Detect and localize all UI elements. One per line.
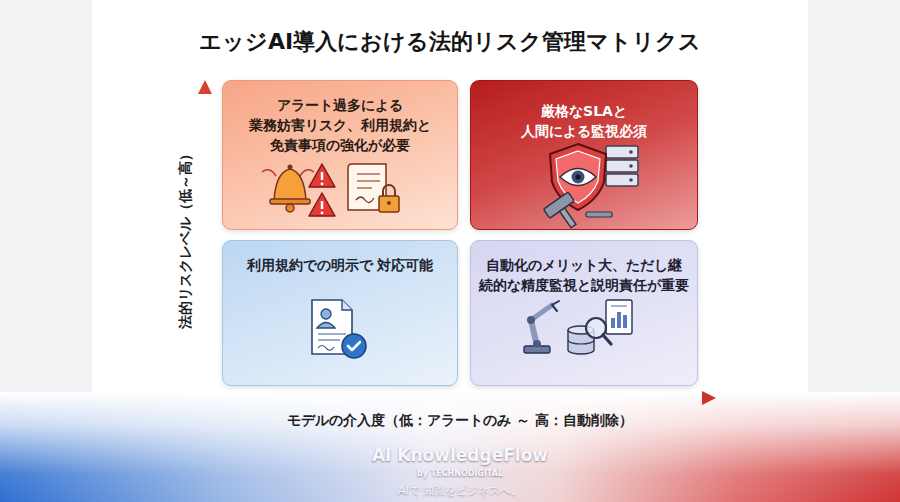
y-arrowhead [198,80,212,94]
brand-byline: by TECHNODIGITAL [417,469,503,478]
diagram-title: エッジAI導入における法的リスク管理マトリクス [199,27,701,57]
y-axis [204,92,207,399]
quadrant-text: 厳格なSLAと 人間による監視必須 [477,101,691,141]
axis-label: 法的リスクレベル（低～高） [177,147,195,329]
alert-icon [262,164,399,216]
brand-tagline: AIで 知識をビジネスへ。 [398,483,522,498]
axis-label: モデルの介入度（低：アラートのみ ～ 高：自動削除） [287,412,633,430]
quadrant-text: 自動化のメリット大、ただし継 続的な精度監視と説明責任が重要 [477,255,691,295]
risk-quadrant: 利用規約での明示で 対応可能 [222,240,458,386]
x-arrowhead [702,391,716,405]
x-axis [204,397,704,400]
risk-quadrant: 自動化のメリット大、ただし継 続的な精度監視と説明責任が重要 [470,240,698,386]
risk-quadrant: 厳格なSLAと 人間による監視必須 [470,80,698,230]
quadrant-text: アラート過多による 業務妨害リスク、利用規約と 免責事項の強化が必要 [229,95,451,155]
risk-quadrant: アラート過多による 業務妨害リスク、利用規約と 免責事項の強化が必要 [222,80,458,230]
monitor-icon [543,144,638,235]
quadrant-text: 利用規約での明示で 対応可能 [229,255,451,275]
automation-icon [524,300,632,354]
document-icon [312,300,366,358]
brand-name: AI KnowledgeFlow [372,445,548,465]
